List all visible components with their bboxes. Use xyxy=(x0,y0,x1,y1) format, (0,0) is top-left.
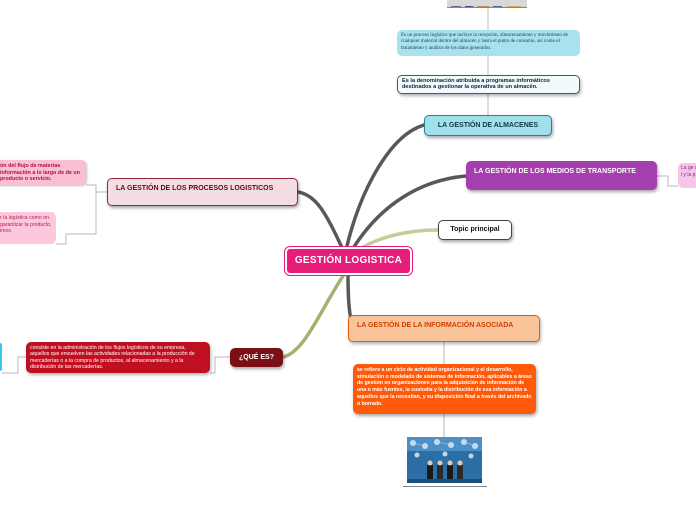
almacenes-software[interactable]: Es la denominación atribuida a programas… xyxy=(397,75,580,94)
informacion-description-text: se refiere a un ciclo de actividad organ… xyxy=(357,367,532,407)
informacion-description[interactable]: se refiere a un ciclo de actividad organ… xyxy=(353,364,536,414)
que-es-description-text: consiste en la administración de los flu… xyxy=(30,345,206,371)
almacen-image xyxy=(447,0,527,7)
business-people-image xyxy=(407,437,482,483)
procesos-logistica-text: r la logística como on garantizar la pro… xyxy=(0,215,52,235)
topic-que-es-label: ¿QUÉ ES? xyxy=(230,348,283,367)
topic-principal-label: Topic principal xyxy=(439,221,511,239)
topic-procesos[interactable]: LA GESTIÓN DE LOS PROCESOS LOGISTICOS xyxy=(107,178,298,206)
photo-baseline xyxy=(403,486,487,487)
almacenes-software-text: Es la denominación atribuida a programas… xyxy=(402,78,575,91)
procesos-flujo-description[interactable]: ón del flujo de materias información a l… xyxy=(0,160,86,185)
central-topic[interactable]: GESTIÓN LOGISTICA xyxy=(285,247,412,275)
topic-informacion[interactable]: LA GESTIÓN DE LA INFORMACIÓN ASOCIADA xyxy=(348,315,540,342)
procesos-logistica-description[interactable]: r la logística como on garantizar la pro… xyxy=(0,212,56,244)
topic-medios-label: LA GESTIÓN DE LOS MEDIOS DE TRANSPORTE xyxy=(474,167,649,176)
branch-procesos xyxy=(298,192,343,250)
topic-medios-transporte[interactable]: LA GESTIÓN DE LOS MEDIOS DE TRANSPORTE xyxy=(466,161,657,190)
topic-que-es[interactable]: ¿QUÉ ES? xyxy=(230,348,283,367)
medios-description-text: La ge son l y la p xyxy=(681,165,696,178)
medios-transporte-description[interactable]: La ge son l y la p xyxy=(678,163,696,188)
almacenes-definition[interactable]: Es un proceso logístico que incluye la r… xyxy=(397,30,580,56)
topic-principal[interactable]: Topic principal xyxy=(438,220,512,240)
branch-que-es xyxy=(283,273,345,357)
procesos-flujo-text: ón del flujo de materias información a l… xyxy=(0,163,82,183)
central-topic-label: GESTIÓN LOGISTICA xyxy=(287,249,410,273)
topic-informacion-label: LA GESTIÓN DE LA INFORMACIÓN ASOCIADA xyxy=(357,321,531,330)
offscreen-node-edge xyxy=(0,343,2,371)
almacenes-definition-text: Es un proceso logístico que incluye la r… xyxy=(401,33,576,52)
topic-almacenes-label: LA GESTIÓN DE ALMACENES xyxy=(425,116,551,135)
topic-procesos-label: LA GESTIÓN DE LOS PROCESOS LOGISTICOS xyxy=(116,185,289,193)
image-baseline xyxy=(447,7,527,8)
topic-almacenes[interactable]: LA GESTIÓN DE ALMACENES xyxy=(424,115,552,136)
que-es-description[interactable]: consiste en la administración de los flu… xyxy=(26,342,210,373)
